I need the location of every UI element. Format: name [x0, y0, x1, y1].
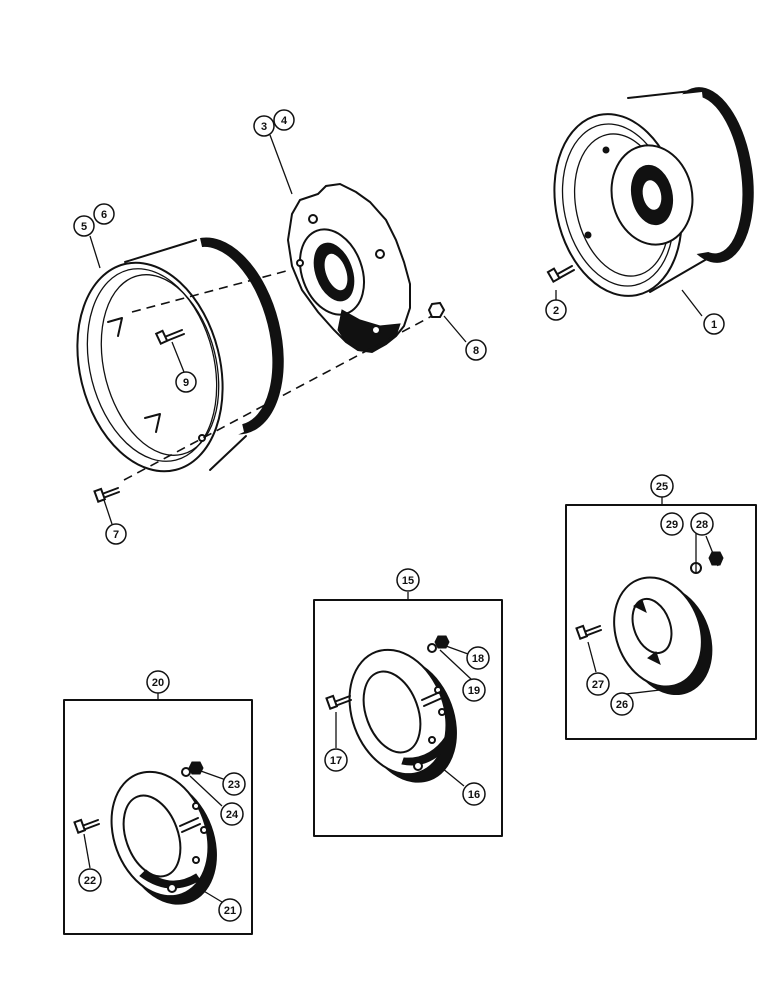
callout-17: 17	[324, 748, 348, 772]
svg-text:8: 8	[473, 345, 479, 357]
weight-box-20	[63, 699, 253, 935]
callout-16: 16	[462, 782, 486, 806]
svg-text:24: 24	[226, 809, 239, 821]
bolt-2	[546, 265, 575, 284]
callout-20: 20	[146, 670, 170, 694]
callout-15: 15	[396, 568, 420, 592]
weight-box-25	[565, 504, 757, 740]
svg-text:5: 5	[81, 221, 87, 233]
svg-text:22: 22	[84, 875, 96, 887]
rim	[76, 237, 284, 473]
explode-lines	[123, 269, 433, 481]
callout-19: 19	[462, 678, 486, 702]
nut-8	[427, 301, 446, 318]
callout-5: 5	[73, 215, 95, 237]
svg-text:18: 18	[472, 653, 484, 665]
callout-22: 22	[78, 868, 102, 892]
bolt-9	[154, 329, 185, 346]
svg-text:6: 6	[101, 209, 107, 221]
callout-2: 2	[545, 299, 567, 321]
callout-29: 29	[660, 512, 684, 536]
svg-text:2: 2	[553, 305, 559, 317]
callout-6: 6	[93, 203, 115, 225]
callout-23: 23	[222, 772, 246, 796]
bolt-7	[93, 487, 120, 503]
svg-text:1: 1	[711, 319, 717, 331]
svg-text:27: 27	[592, 679, 604, 691]
svg-text:15: 15	[402, 575, 414, 587]
callout-26: 26	[610, 692, 634, 716]
callout-9: 9	[175, 371, 197, 393]
svg-text:3: 3	[261, 121, 267, 133]
callout-27: 27	[586, 672, 610, 696]
callout-24: 24	[220, 802, 244, 826]
callout-28: 28	[690, 512, 714, 536]
svg-text:26: 26	[616, 699, 628, 711]
center-disc	[286, 182, 411, 354]
callout-7: 7	[105, 523, 127, 545]
callouts: 1 2 3 4 5 6 7 8 9 25 29 28 27 26 15 18 1…	[73, 109, 725, 922]
callout-21: 21	[218, 898, 242, 922]
callout-4: 4	[273, 109, 295, 131]
svg-text:7: 7	[113, 529, 119, 541]
svg-text:21: 21	[224, 905, 236, 917]
callout-18: 18	[466, 646, 490, 670]
callout-3: 3	[253, 115, 275, 137]
svg-text:29: 29	[666, 519, 678, 531]
callout-8: 8	[465, 339, 487, 361]
svg-text:4: 4	[281, 115, 288, 127]
svg-text:28: 28	[696, 519, 708, 531]
wheel-assembly	[553, 87, 754, 297]
callout-25: 25	[650, 474, 674, 498]
weight-box-15	[313, 599, 503, 837]
svg-text:23: 23	[228, 779, 240, 791]
svg-text:17: 17	[330, 755, 342, 767]
svg-text:25: 25	[656, 481, 668, 493]
svg-text:9: 9	[183, 377, 189, 389]
svg-text:20: 20	[152, 677, 164, 689]
svg-text:16: 16	[468, 789, 480, 801]
callout-1: 1	[703, 313, 725, 335]
svg-text:19: 19	[468, 685, 480, 697]
